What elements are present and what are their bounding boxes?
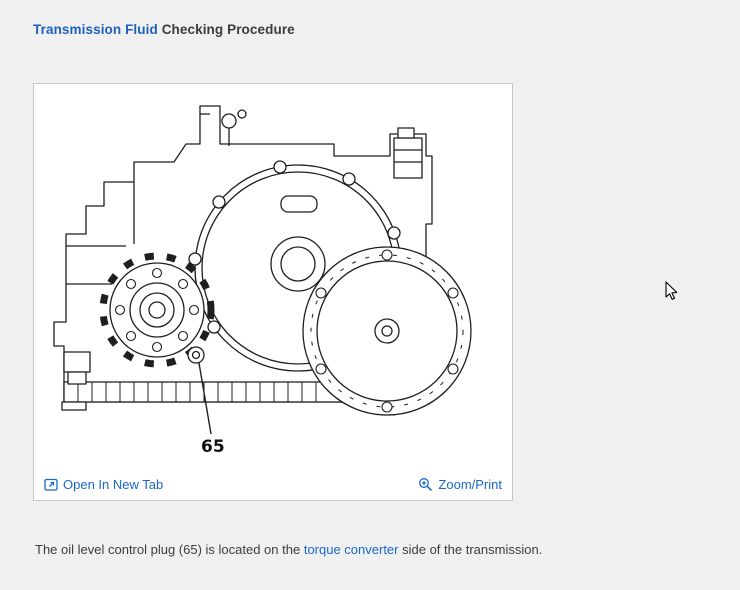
torque-converter-link[interactable]: torque converter	[303, 542, 399, 557]
figure-footer: Open In New Tab Zoom/Print	[34, 468, 512, 500]
mouse-cursor	[665, 281, 679, 306]
caption-text: The oil level control plug (65) is locat…	[35, 542, 542, 557]
page-title-secondary: Checking Procedure	[161, 22, 295, 37]
open-in-new-tab-link[interactable]: Open In New Tab	[44, 477, 163, 492]
zoom-print-link[interactable]: Zoom/Print	[418, 477, 502, 492]
figure-panel: 65 Open In New Tab Zoom/Print	[33, 83, 513, 501]
page-title: Transmission Fluid Checking Procedure	[33, 22, 295, 37]
zoom-icon	[419, 477, 433, 491]
page-title-primary: Transmission Fluid	[33, 22, 158, 37]
caption-after: side of the transmission.	[398, 542, 543, 557]
open-in-new-tab-icon	[44, 478, 58, 491]
callout-65-label: 65	[201, 437, 225, 457]
open-in-new-tab-label: Open In New Tab	[63, 476, 164, 492]
caption-before: The oil level control plug (65) is locat…	[35, 542, 304, 557]
zoom-print-label: Zoom/Print	[438, 476, 502, 492]
transmission-diagram: 65	[53, 105, 472, 457]
